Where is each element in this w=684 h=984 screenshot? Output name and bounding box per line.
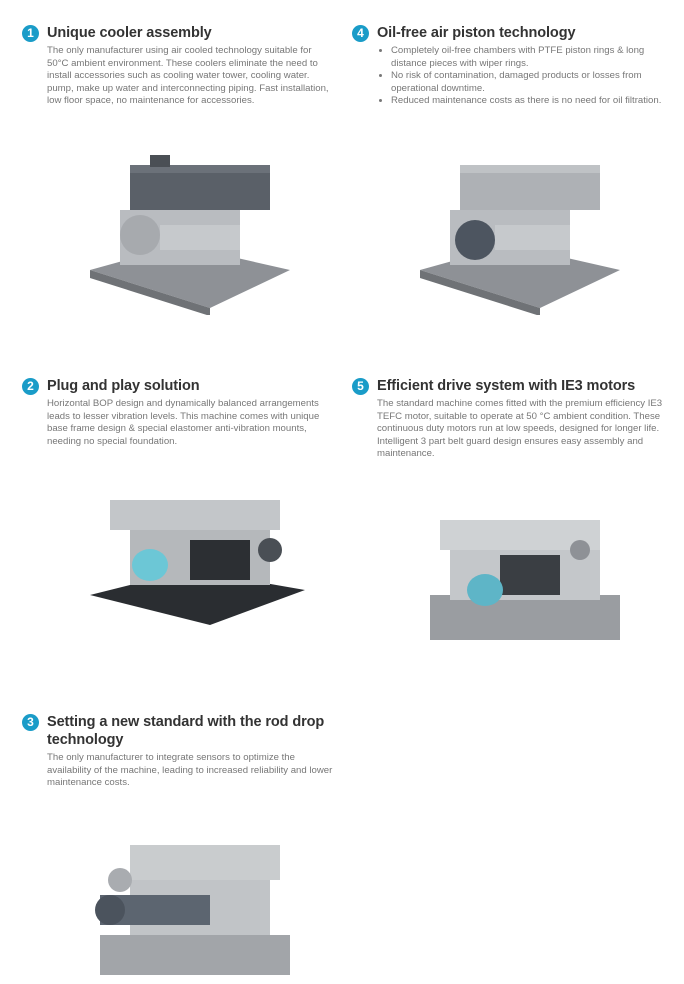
feature-description: The only manufacturer using air cooled t… [47, 45, 329, 107]
bullet-item: Reduced maintenance costs as there is no… [391, 95, 672, 108]
feature-description: The standard machine comes fitted with t… [377, 398, 663, 460]
feature-title: Efficient drive system with IE3 motors [377, 378, 636, 394]
feature-3: 3 Setting a new standard with the rod dro… [22, 713, 334, 790]
feature-description: The only manufacturer to integrate senso… [47, 752, 333, 789]
number-badge: 3 [22, 714, 39, 731]
compressor-image-oil-free [420, 165, 620, 315]
compressor-image-drive-system [430, 520, 620, 640]
feature-bullets: Completely oil-free chambers with PTFE p… [377, 45, 672, 108]
feature-title: Setting a new standard with the rod drop… [47, 714, 325, 748]
feature-description: Horizontal BOP design and dynamically ba… [47, 398, 320, 447]
feature-title: Plug and play solution [47, 378, 200, 394]
feature-title: Unique cooler assembly [47, 25, 212, 41]
number-badge: 5 [352, 378, 369, 395]
compressor-image-cooler [90, 155, 290, 315]
number-badge: 2 [22, 378, 39, 395]
feature-1: 1 Unique cooler assembly The only manufac… [22, 24, 334, 108]
compressor-image-plug-and-play [90, 500, 305, 625]
number-badge: 4 [352, 25, 369, 42]
number-badge: 1 [22, 25, 39, 42]
feature-4: 4 Oil-free air piston technology Complete… [352, 24, 672, 108]
compressor-image-rod-drop [95, 845, 290, 975]
bullet-item: Completely oil-free chambers with PTFE p… [391, 45, 672, 70]
feature-2: 2 Plug and play solution Horizontal BOP d… [22, 377, 334, 448]
feature-title: Oil-free air piston technology [377, 25, 576, 41]
bullet-item: No risk of contamination, damaged produc… [391, 70, 672, 95]
